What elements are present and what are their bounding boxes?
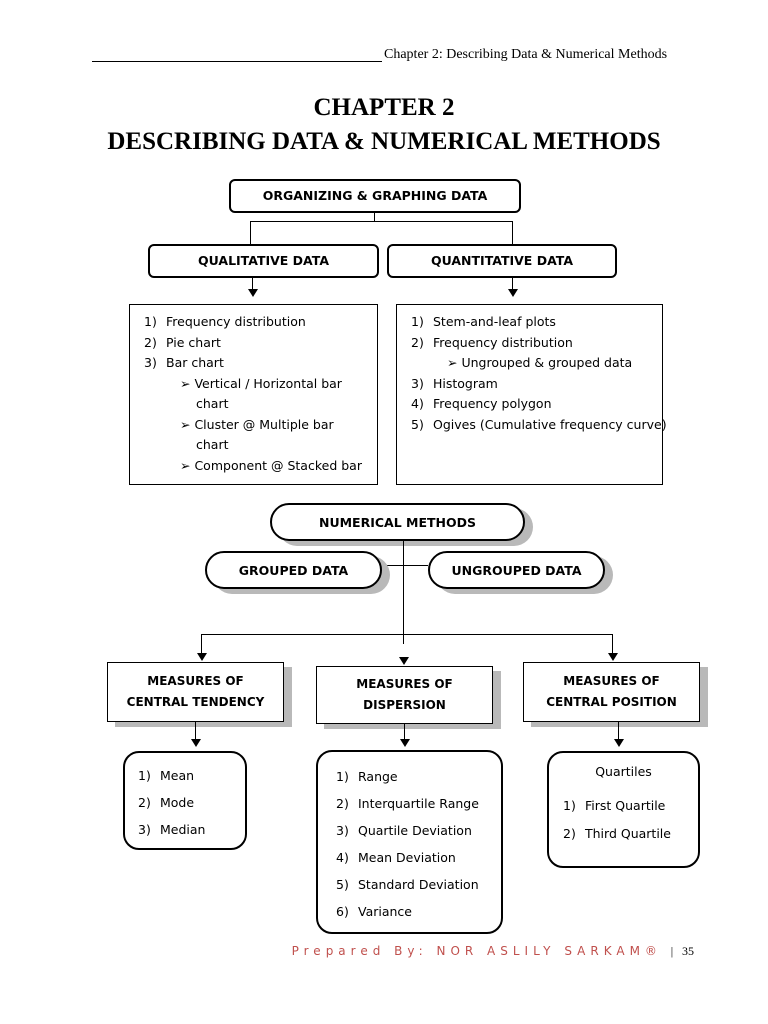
list-item: 1)Frequency distribution (144, 314, 306, 329)
central-tendency-box: MEASURES OF CENTRAL TENDENCY (107, 662, 284, 722)
dispersion-list: 1)Range 2)Interquartile Range 3)Quartile… (336, 763, 501, 925)
list-subitem: ➢ Cluster @ Multiple bar (180, 416, 334, 432)
organizing-graphing-box: ORGANIZING & GRAPHING DATA (229, 179, 521, 213)
bullet-arrow-icon: ➢ (180, 375, 195, 391)
organizing-graphing-label: ORGANIZING & GRAPHING DATA (262, 188, 488, 204)
list-item: 4)Mean Deviation (336, 850, 456, 865)
connector (612, 634, 613, 654)
numerical-methods-box: NUMERICAL METHODS (270, 503, 525, 541)
connector (403, 541, 404, 644)
grouped-data-box: GROUPED DATA (205, 551, 382, 589)
footer-separator: | (670, 944, 674, 958)
connector (512, 221, 513, 244)
qualitative-data-box: QUALITATIVE DATA (148, 244, 379, 278)
list-item: 2)Pie chart (144, 334, 221, 350)
list-subitem: ➢ Vertical / Horizontal bar (180, 375, 342, 391)
qualitative-list-box: 1)Frequency distribution 2)Pie chart 3)B… (129, 304, 378, 485)
connector (250, 221, 251, 244)
connector (512, 278, 513, 290)
arrow-down-icon (197, 653, 207, 661)
connector (195, 722, 196, 740)
bullet-arrow-icon: ➢ (180, 457, 195, 473)
ungrouped-data-box: UNGROUPED DATA (428, 551, 605, 589)
list-item: 3)Histogram (411, 375, 498, 391)
running-header: Chapter 2: Describing Data & Numerical M… (384, 47, 668, 62)
ungrouped-data-label: UNGROUPED DATA (451, 562, 582, 578)
numerical-methods-label: NUMERICAL METHODS (318, 514, 476, 530)
central-position-list: 1)First Quartile 2)Third Quartile (563, 792, 698, 848)
qualitative-list: 1)Frequency distribution 2)Pie chart 3)B… (144, 312, 377, 476)
dispersion-list-box: 1)Range 2)Interquartile Range 3)Quartile… (316, 750, 503, 934)
quantitative-data-label: QUANTITATIVE DATA (430, 253, 574, 269)
dispersion-box: MEASURES OF DISPERSION (316, 666, 493, 724)
list-subitem: ➢ Component @ Stacked bar (180, 457, 362, 473)
central-tendency-list-box: 1)Mean 2)Mode 3)Median (123, 751, 247, 850)
list-item: 3)Quartile Deviation (336, 823, 472, 838)
quantitative-data-box: QUANTITATIVE DATA (387, 244, 617, 278)
chapter-number: CHAPTER 2 (313, 94, 455, 121)
arrow-down-icon (508, 289, 518, 297)
list-item: 2)Frequency distribution (411, 334, 573, 350)
connector (250, 221, 512, 222)
connector (201, 634, 612, 635)
list-subitem: ➢ Ungrouped & grouped data (447, 355, 633, 370)
dispersion-line2: DISPERSION (363, 698, 446, 712)
arrow-down-icon (400, 739, 410, 747)
arrow-down-icon (248, 289, 258, 297)
connector (380, 565, 428, 566)
central-tendency-list: 1)Mean 2)Mode 3)Median (138, 762, 245, 843)
list-item: 1)Mean (138, 768, 195, 783)
arrow-down-icon (614, 739, 624, 747)
list-item: 6)Variance (336, 904, 412, 919)
central-tendency-line1: MEASURES OF (147, 674, 244, 688)
central-position-list-box: Quartiles 1)First Quartile 2)Third Quart… (547, 751, 700, 868)
quantitative-list-box: 1)Stem-and-leaf plots 2)Frequency distri… (396, 304, 667, 485)
page-number: 35 (682, 944, 694, 958)
list-item: 1)Stem-and-leaf plots (411, 314, 556, 329)
footer-prepared-by: Prepared By: NOR ASLILY SARKAM® (291, 944, 662, 958)
qualitative-data-label: QUALITATIVE DATA (198, 253, 329, 269)
grouped-data-label: GROUPED DATA (238, 562, 349, 578)
list-subitem-cont: chart (196, 396, 229, 411)
chapter-title: DESCRIBING DATA & NUMERICAL METHODS (107, 128, 661, 155)
list-item: 3)Median (138, 822, 206, 837)
central-position-line1: MEASURES OF (563, 674, 660, 688)
bullet-arrow-icon: ➢ (447, 355, 462, 370)
connector (374, 213, 375, 221)
list-subitem-cont: chart (196, 437, 229, 452)
arrow-down-icon (608, 653, 618, 661)
footer: Prepared By: NOR ASLILY SARKAM® | 35 (292, 944, 694, 959)
list-item: 5)Ogives (Cumulative frequency curve) (411, 416, 667, 432)
bullet-arrow-icon: ➢ (180, 416, 195, 432)
quartiles-heading: Quartiles (595, 764, 652, 779)
dispersion-line1: MEASURES OF (356, 677, 453, 691)
list-item: 4)Frequency polygon (411, 396, 552, 411)
arrow-down-icon (399, 657, 409, 665)
connector (618, 722, 619, 740)
central-tendency-line2: CENTRAL TENDENCY (126, 695, 265, 709)
list-item: 2)Third Quartile (563, 826, 671, 841)
list-item: 1)Range (336, 769, 398, 784)
arrow-down-icon (191, 739, 201, 747)
connector (404, 724, 405, 740)
central-position-line2: CENTRAL POSITION (546, 695, 677, 709)
header-rule (92, 61, 382, 62)
quantitative-list: 1)Stem-and-leaf plots 2)Frequency distri… (411, 312, 667, 435)
list-item: 1)First Quartile (563, 798, 666, 813)
connector (252, 278, 253, 290)
central-position-box: MEASURES OF CENTRAL POSITION (523, 662, 700, 722)
list-item: 3)Bar chart (144, 355, 224, 370)
list-item: 2)Interquartile Range (336, 796, 479, 811)
connector (201, 634, 202, 654)
list-item: 2)Mode (138, 795, 195, 810)
list-item: 5)Standard Deviation (336, 877, 479, 892)
